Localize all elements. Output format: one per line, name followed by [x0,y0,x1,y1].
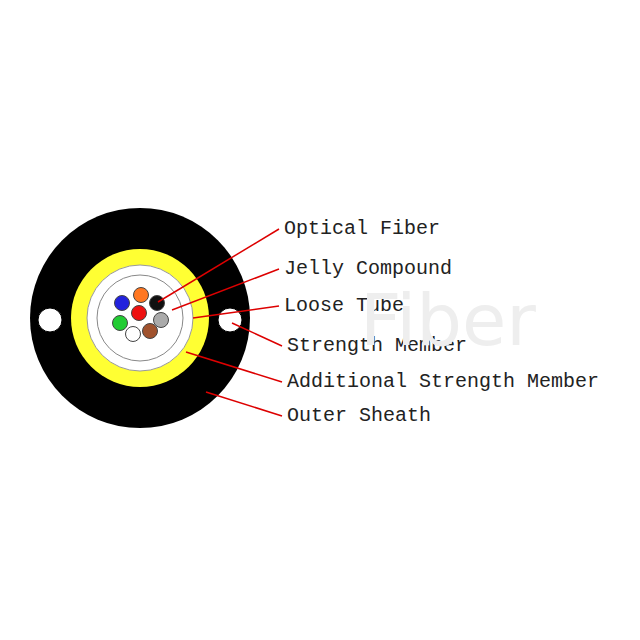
loose-tube [97,275,183,361]
strength-member [38,308,62,332]
jelly-compound [87,265,193,371]
watermark: Fiber [360,280,536,360]
additional-strength-member [71,249,209,387]
leader-lines [158,229,282,416]
part-label: Jelly Compound [284,255,452,283]
optical-fibers [113,288,169,342]
part-label: Outer Sheath [287,402,431,430]
part-label: Optical Fiber [284,215,440,243]
part-label: Additional Strength Member [287,368,599,396]
